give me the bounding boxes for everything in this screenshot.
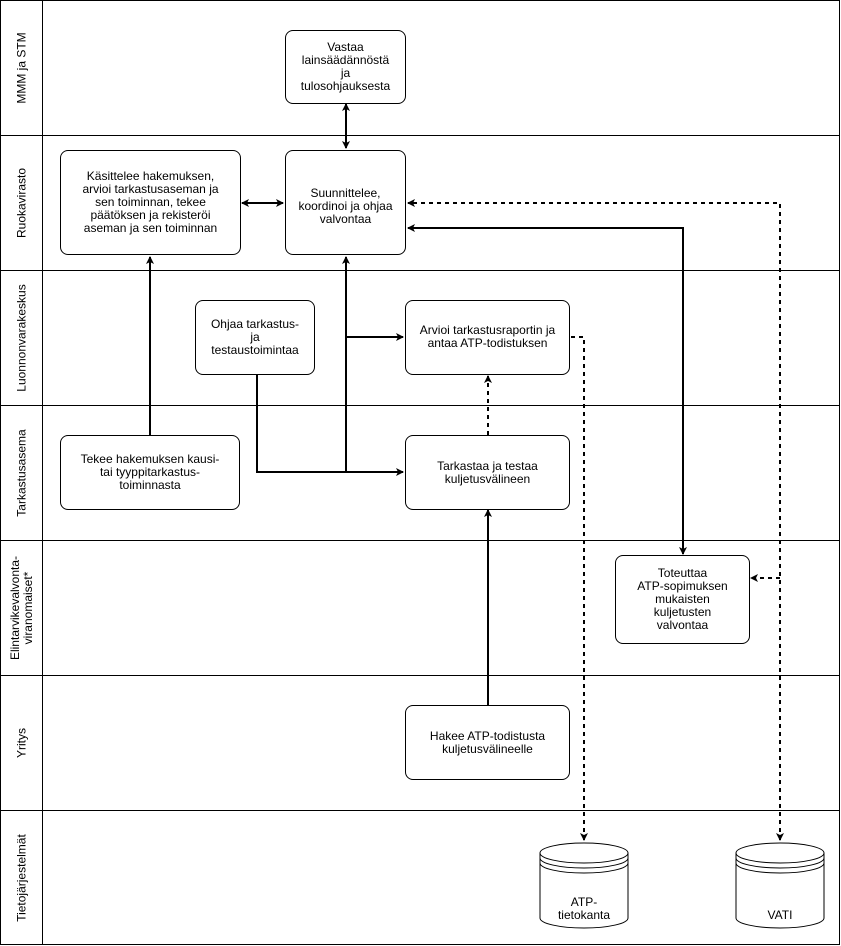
database-atp-label: ATP- tietokanta: [557, 895, 611, 922]
arrow-ohjaa-tarkastaa: [256, 375, 404, 476]
lane-header: Yritys: [1, 676, 43, 810]
box-tarkastaa: Tarkastaa ja testaa kuljetusvälineen: [405, 435, 570, 510]
database-atp: [539, 842, 629, 929]
box-ohjaa: Ohjaa tarkastus- ja testaustoimintaa: [195, 300, 315, 375]
box-kasittelee: Käsittelee hakemuksen, arvioi tarkastusa…: [60, 150, 241, 255]
lane-header: Ruokavirasto: [1, 136, 43, 270]
lane-header: Tarkastusasema: [1, 406, 43, 540]
lane-header: Tietojärjestelmät: [1, 811, 43, 944]
box-vastaa: Vastaa lainsäädännöstä ja tulosohjaukses…: [285, 30, 406, 104]
dashed-arrow-arvioi-atp: [571, 336, 588, 841]
database-vati: [735, 842, 825, 929]
arrow-tarkastaa-suunnittelee: [342, 256, 403, 473]
box-hakee: Hakee ATP-todistusta kuljetusvälineelle: [405, 705, 570, 780]
box-tekee: Tekee hakemuksen kausi- tai tyyppitarkas…: [60, 435, 240, 510]
box-toteuttaa: Toteuttaa ATP-sopimuksen mukaisten kulje…: [615, 555, 750, 644]
lane-header: Luonnonvarakeskus: [1, 271, 43, 405]
box-arvioi: Arvioi tarkastusraportin ja antaa ATP-to…: [405, 300, 570, 375]
database-vati-label: VATI: [767, 908, 793, 922]
lane-header: Elintarvikevalvonta- viranomaiset*: [1, 541, 43, 675]
box-suunnittelee: Suunnittelee, koordinoi ja ohjaa valvont…: [285, 150, 406, 255]
lane-header: MMM ja STM: [1, 1, 43, 135]
